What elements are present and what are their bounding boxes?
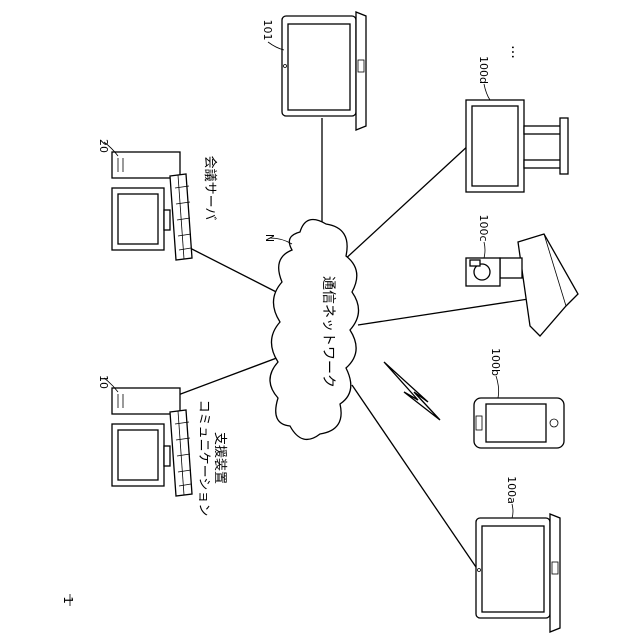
network-cloud: 通信ネットワーク — [270, 220, 359, 440]
support-device-label-line2: 支援装置 — [212, 432, 227, 484]
pc-101 — [282, 12, 366, 130]
pc-101-ref-label: 101 — [261, 20, 274, 41]
phone-100b — [474, 398, 564, 448]
camera-100c-ref-label: 100c — [477, 214, 490, 241]
display-100d-ref: 100d — [477, 56, 490, 100]
pc-101-ref: 101 — [261, 20, 284, 51]
laptop-100a-ref-label: 100a — [505, 476, 518, 504]
meeting-server — [112, 152, 192, 260]
display-100d-ref-label: 100d — [477, 56, 490, 84]
support-device-label-line1: コミュニケーション — [196, 400, 211, 517]
support-device — [112, 388, 192, 496]
meeting-server-ref-label: 20 — [97, 139, 110, 153]
laptop-100a — [476, 514, 560, 632]
camera-100c-ref: 100c — [477, 214, 490, 258]
phone-100b-ref-label: 100b — [489, 348, 502, 376]
network-ref: N — [263, 234, 292, 244]
more-devices-ellipsis: … — [508, 45, 524, 59]
wireless-signal-icon — [384, 362, 440, 420]
link-camera-100c — [358, 298, 535, 325]
link-laptop-100a — [352, 385, 478, 570]
support-device-ref-label: 10 — [97, 375, 110, 389]
display-100d — [466, 100, 568, 192]
network-label: 通信ネットワーク — [320, 276, 336, 388]
phone-100b-ref: 100b — [489, 348, 502, 398]
camera-100c — [466, 234, 578, 336]
meeting-server-label: 会議サーバ — [202, 156, 217, 221]
system-ref-label: 1 — [61, 596, 75, 604]
laptop-100a-ref: 100a — [505, 476, 518, 518]
link-display-100d — [342, 144, 470, 262]
